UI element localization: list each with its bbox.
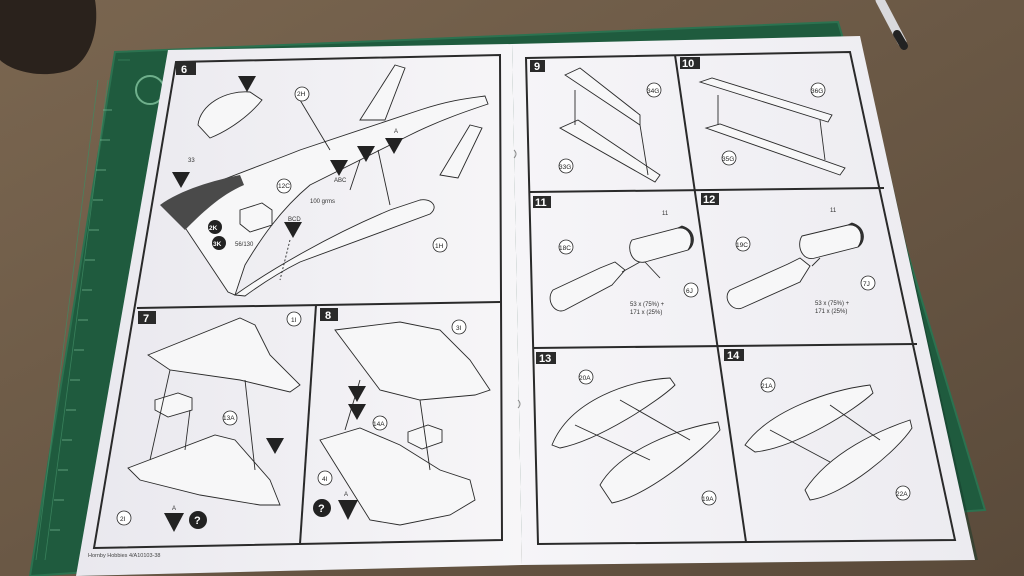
part-35G: 35G: [722, 156, 734, 163]
step-13-labels: 13 20A 19A: [539, 353, 717, 506]
label-100-grms: 100 grms: [310, 199, 335, 205]
step-10-panel: [680, 57, 846, 176]
step-10-labels: 10 36G 35G: [682, 58, 826, 166]
label-11-a: 11: [662, 211, 669, 217]
step-12-panel: [701, 193, 864, 310]
part-2H: 2H: [297, 91, 306, 98]
part-6J: 6J: [686, 288, 693, 295]
label-11-b: 11: [830, 208, 837, 214]
part-1H: 1H: [435, 243, 444, 250]
step-12-note-line2: 171 x (25%): [815, 309, 847, 315]
step-9-labels: 9 34G 33G: [534, 61, 662, 174]
label-BCD: BCD: [288, 217, 301, 223]
step-12-labels: 12 19C 7J 11 53 x (75%) + 171 x (25%): [703, 194, 876, 315]
step-9-panel: [530, 60, 661, 183]
step-14-number: 14: [727, 350, 740, 362]
step-11-labels: 11 18C 6J 11 53 x (75%) + 171 x (25%): [535, 197, 699, 316]
label-33-a: 33: [188, 158, 195, 164]
step-6-number: 6: [181, 64, 187, 76]
step-8-panel: [319, 308, 491, 526]
part-19A: 19A: [702, 496, 714, 503]
step-7-label-A: A: [172, 506, 176, 512]
step-13-number: 13: [539, 353, 551, 365]
step-10-number: 10: [682, 58, 694, 70]
part-19C: 19C: [736, 242, 748, 249]
label-56-130: 56/130: [235, 242, 254, 248]
step-7-number: 7: [143, 313, 149, 325]
step-11-note-line2: 171 x (25%): [630, 310, 662, 316]
footer-text: Hornby Hobbies 4/A10103-38: [88, 553, 160, 559]
step-14-labels: 14 21A 22A: [727, 350, 911, 501]
part-2K: 2K: [209, 225, 218, 232]
part-18C: 18C: [559, 245, 571, 252]
dark-object: [0, 0, 97, 75]
step-8-labels: 8 3I 14A 4I A ?: [313, 310, 467, 520]
part-13A: 13A: [223, 415, 235, 422]
part-21A: 21A: [761, 383, 773, 390]
part-3K: 3K: [213, 241, 222, 248]
part-34G: 34G: [647, 88, 659, 95]
step-11-panel: [533, 196, 694, 312]
pen: [875, 0, 908, 50]
part-36G: 36G: [811, 88, 823, 95]
part-7J: 7J: [863, 281, 870, 288]
step-8-number: 8: [325, 310, 331, 322]
step-8-label-A: A: [344, 492, 348, 498]
part-20A: 20A: [579, 375, 591, 382]
label-ABC: ABC: [334, 178, 347, 184]
step-11-number: 11: [535, 197, 547, 209]
part-14A: 14A: [373, 421, 385, 428]
part-3I: 3I: [456, 325, 462, 332]
step-12-note-line1: 53 x (75%) +: [815, 301, 850, 307]
part-12C: 12C: [278, 183, 290, 190]
step-14-panel: [724, 349, 913, 501]
svg-text:?: ?: [194, 515, 201, 527]
part-22A: 22A: [896, 491, 908, 498]
step-9-number: 9: [534, 61, 540, 73]
part-33G: 33G: [559, 164, 571, 171]
step-12-number: 12: [703, 194, 715, 206]
step-7-panel: [127, 311, 301, 506]
step-11-note-line1: 53 x (75%) +: [630, 302, 665, 308]
step-6-panel: [160, 62, 489, 297]
part-2I: 2I: [120, 516, 126, 523]
step-6-labels: 6 2H 12C 1H 2K 3K A ABC BCD 33 56/130 10…: [172, 64, 448, 253]
part-4I: 4I: [322, 476, 328, 483]
part-1I: 1I: [291, 317, 297, 324]
label-A: A: [394, 129, 398, 135]
svg-text:?: ?: [318, 503, 325, 515]
step-13-panel: [536, 352, 721, 504]
step-7-labels: 7 1I 13A 2I A ?: [116, 311, 302, 532]
